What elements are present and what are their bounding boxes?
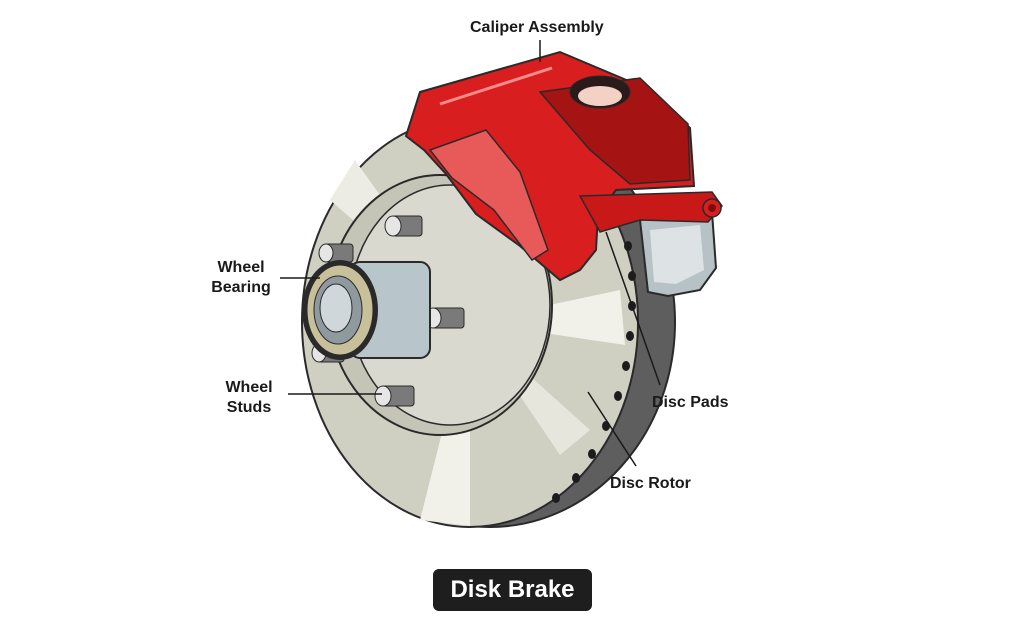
wheel-bearing xyxy=(302,260,431,360)
wheel-studs-label-line1: Wheel xyxy=(225,379,273,396)
diagram-title: Disk Brake xyxy=(433,569,592,611)
disc-pad-bracket xyxy=(638,210,718,298)
caliper-assembly xyxy=(404,50,723,282)
wheel-bearing-label-line2: Bearing xyxy=(211,279,271,296)
wheel-studs-label: Wheel Studs xyxy=(214,378,284,418)
wheel-studs-label-line2: Studs xyxy=(226,399,272,416)
disc-pads-label: Disc Pads xyxy=(652,394,729,411)
caliper-assembly-label: Caliper Assembly xyxy=(470,19,604,36)
leader-lines xyxy=(280,40,661,467)
wheel-bearing-label-line1: Wheel xyxy=(217,259,265,276)
disc-rotor-label: Disc Rotor xyxy=(610,475,691,492)
wheel-bearing-label: Wheel Bearing xyxy=(206,258,276,298)
